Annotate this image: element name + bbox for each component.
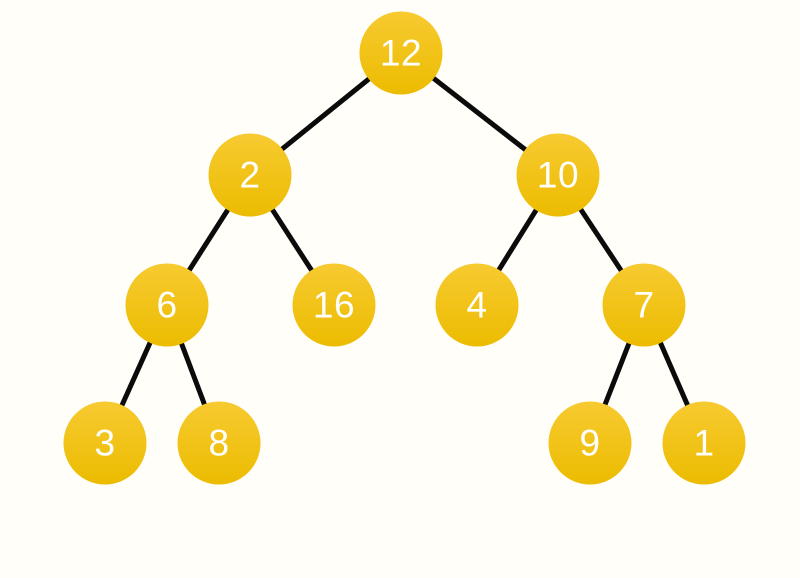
tree-node-value: 6 (156, 284, 178, 326)
tree-node-value: 16 (312, 284, 356, 326)
tree-node-value: 10 (536, 154, 580, 196)
tree-node-12: 12 (359, 11, 443, 95)
tree-node-value: 9 (579, 422, 601, 464)
tree-node-4: 4 (435, 263, 519, 347)
tree-node-2: 2 (208, 133, 292, 217)
tree-node-10: 10 (516, 133, 600, 217)
tree-node-9: 9 (548, 401, 632, 485)
tree-node-value: 8 (208, 422, 230, 464)
tree-node-8: 8 (177, 401, 261, 485)
tree-node-6: 6 (125, 263, 209, 347)
tree-node-7: 7 (602, 263, 686, 347)
tree-node-1: 1 (662, 401, 746, 485)
tree-node-3: 3 (63, 401, 147, 485)
tree-node-value: 7 (633, 284, 655, 326)
tree-node-value: 3 (94, 422, 116, 464)
tree-node-value: 1 (693, 422, 715, 464)
tree-node-16: 16 (292, 263, 376, 347)
tree-node-value: 12 (379, 32, 423, 74)
tree-node-value: 4 (466, 284, 488, 326)
tree-node-value: 2 (239, 154, 261, 196)
